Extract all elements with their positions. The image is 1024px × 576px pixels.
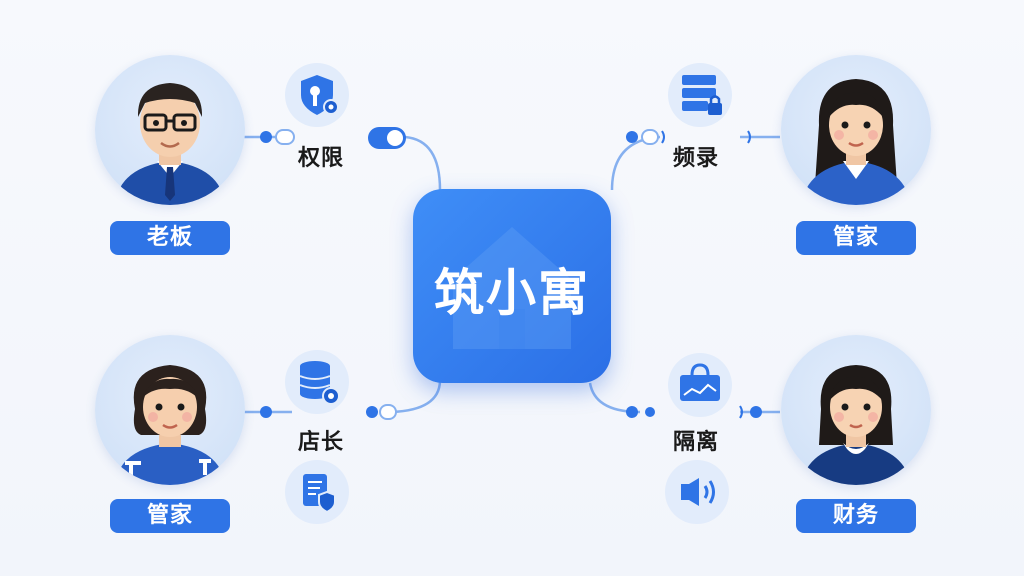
house-icon <box>453 227 571 349</box>
app-name: 筑小寓 <box>434 264 590 322</box>
record-icon-wrap <box>668 63 732 127</box>
avatar-boss <box>95 55 245 205</box>
role-label-housekeeper-top: 管家 <box>796 221 916 255</box>
permission-icon-wrap <box>285 63 349 127</box>
avatar-housekeeper-top <box>781 55 931 205</box>
role-label-boss: 老板 <box>110 221 230 255</box>
role-label-housekeeper-bottom: 管家 <box>110 499 230 533</box>
feature-label-store-manager: 店长 <box>298 430 345 455</box>
app-logo-tile: 筑小寓 <box>413 189 611 383</box>
avatar-housekeeper-bottom <box>95 335 245 485</box>
role-label-finance: 财务 <box>796 499 916 533</box>
avatar-finance <box>781 335 931 485</box>
document-shield-icon <box>303 474 336 514</box>
feature-label-isolation: 隔离 <box>673 430 720 455</box>
feature-label-permission: 权限 <box>298 146 345 171</box>
feature-label-record: 频录 <box>673 146 720 171</box>
isolation-icon-wrap <box>668 353 732 417</box>
store-manager-icon-wrap <box>285 350 349 414</box>
database-gear-icon <box>299 361 340 405</box>
document-shield-icon-wrap <box>285 460 349 524</box>
speaker-icon-wrap <box>665 460 729 524</box>
bag-chart-icon <box>680 363 720 401</box>
speaker-waves-icon <box>681 478 715 506</box>
shield-key-gear-icon <box>301 75 339 115</box>
server-lock-icon <box>682 75 722 115</box>
